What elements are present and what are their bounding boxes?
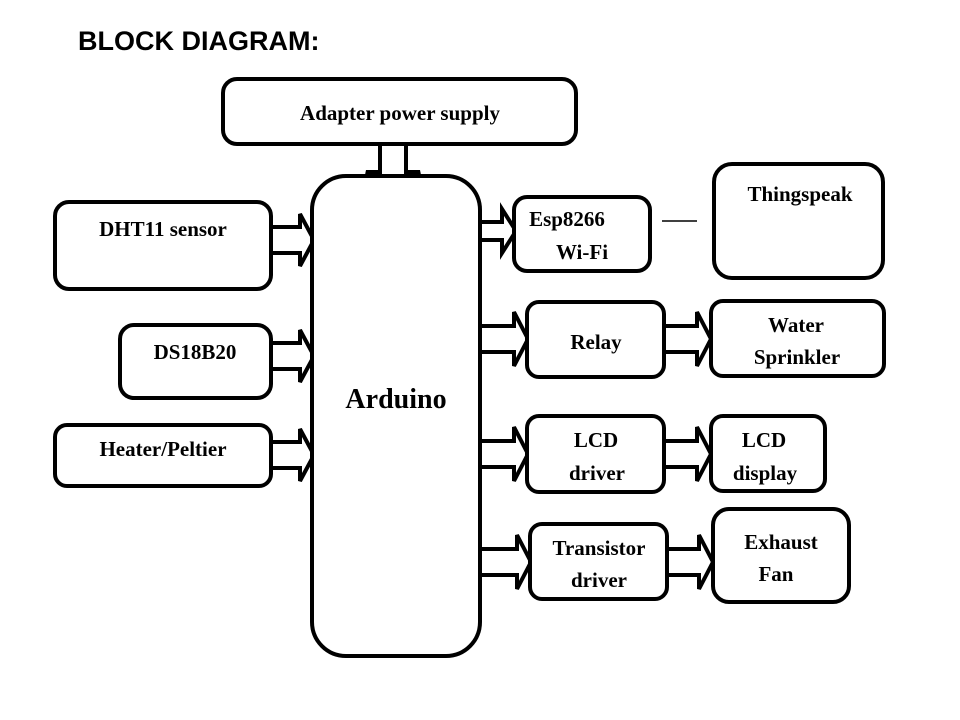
block-adapter-power-supply: Adapter power supply (221, 77, 578, 146)
block-label: Adapter power supply (300, 101, 500, 125)
block-heater-peltier: Heater/Peltier (53, 423, 273, 488)
arrow-arduino-to-relay (480, 311, 531, 367)
block-label-line-2: Fan (758, 562, 793, 586)
block-label-line-1: Water (768, 313, 824, 337)
arrow-arduino-to-lcd-driver (480, 426, 531, 482)
block-label: Relay (570, 330, 622, 354)
arrow-dht11-to-arduino (271, 213, 317, 267)
block-relay: Relay (525, 300, 666, 379)
block-label-line-1: Transistor (553, 536, 646, 560)
block-dht11-sensor: DHT11 sensor (53, 200, 273, 291)
block-label: Thingspeak (747, 182, 852, 206)
arrow-lcd-driver-to-lcd-display (664, 426, 714, 482)
arrow-relay-to-sprinkler (664, 311, 714, 367)
block-label-line-1: Esp8266 (529, 207, 605, 231)
block-label-line-1: Exhaust (744, 530, 818, 554)
diagram-title: BLOCK DIAGRAM: (78, 26, 320, 56)
block-arduino: Arduino (310, 174, 482, 658)
arrow-arduino-to-transistor-driver (480, 534, 534, 590)
arrow-arduino-to-esp8266 (480, 202, 519, 260)
block-lcd-driver: LCD driver (525, 414, 666, 494)
block-label-line-2: display (733, 461, 798, 485)
block-esp8266-wifi: Esp8266 Wi-Fi (512, 195, 652, 273)
block-transistor-driver: Transistor driver (528, 522, 669, 601)
block-label-line-2: Wi-Fi (556, 240, 608, 264)
block-label-line-1: LCD (574, 428, 618, 452)
block-lcd-display: LCD display (709, 414, 827, 493)
block-label: Heater/Peltier (99, 437, 226, 461)
block-label-line-1: LCD (742, 428, 786, 452)
block-label: DS18B20 (154, 340, 237, 364)
block-thingspeak: Thingspeak (712, 162, 885, 280)
arrow-heater-to-arduino (271, 428, 317, 482)
block-label: Arduino (345, 384, 446, 415)
block-label: DHT11 sensor (99, 217, 227, 241)
block-label-line-2: driver (569, 461, 625, 485)
arrow-ds18b20-to-arduino (271, 329, 317, 383)
block-label-line-2: driver (571, 568, 627, 592)
block-water-sprinkler: Water Sprinkler (709, 299, 886, 378)
arrow-transistor-driver-to-exhaust-fan (667, 534, 716, 590)
block-label-line-2: Sprinkler (754, 345, 840, 369)
block-ds18b20: DS18B20 (118, 323, 273, 400)
block-exhaust-fan: Exhaust Fan (711, 507, 851, 604)
